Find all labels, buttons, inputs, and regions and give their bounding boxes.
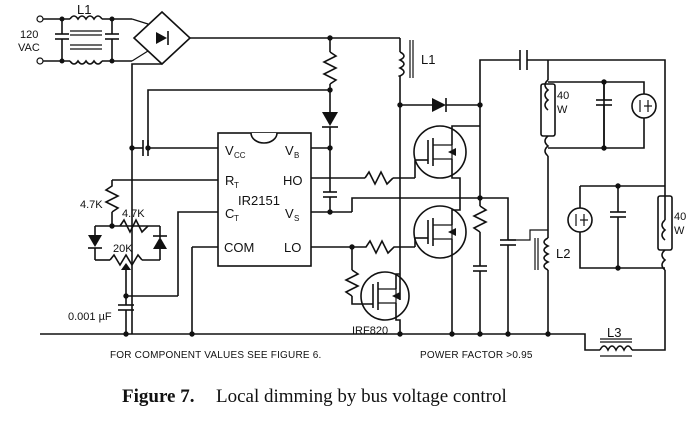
pin-vs: V: [285, 206, 294, 221]
lamp-right-watt-2: W: [674, 225, 685, 237]
low-side-gate-resistor: [352, 239, 415, 255]
figure-caption: Local dimming by bus voltage control: [216, 386, 507, 407]
ac-input-filter: [36, 15, 132, 65]
pin-vb: V: [285, 143, 294, 158]
startup-resistor: [322, 51, 338, 85]
potentiometer-value: 20K: [113, 243, 133, 255]
resonant-inductor-l2: [543, 237, 550, 271]
rt-resistor-4k7: [104, 180, 120, 213]
lamp-right-40w: [657, 195, 673, 271]
dimming-gate-resistor: [344, 269, 360, 297]
snubber-resistor: [472, 205, 488, 233]
high-side-gate-resistor: [364, 170, 394, 186]
lamp-right-watt-1: 40: [674, 211, 686, 223]
ir2151-ic: [217, 132, 312, 267]
rt-resistor-value: 4.7K: [80, 199, 103, 211]
pin-rt-sub: T: [234, 181, 239, 190]
irf820-mosfet: [360, 271, 410, 321]
pin-rt: R: [225, 173, 234, 188]
power-factor-note: POWER FACTOR >0.95: [420, 350, 533, 361]
lamp-top-watt-1: 40: [557, 90, 569, 102]
input-voltage-label: 120: [20, 29, 38, 41]
bridge-rectifier: [131, 10, 192, 66]
figure-number: Figure 7.: [122, 386, 194, 407]
pin-vcc-sub: CC: [234, 151, 246, 160]
pin-com: COM: [224, 240, 254, 255]
ic-part-number: IR2151: [238, 193, 280, 208]
high-side-mosfet: [413, 125, 467, 179]
component-values-note: FOR COMPONENT VALUES SEE FIGURE 6.: [110, 350, 321, 361]
lamp-top-watt-2: W: [557, 104, 568, 116]
bootstrap-diode: [322, 112, 338, 126]
boost-inductor: [398, 51, 405, 77]
dimming-diode-right: [153, 237, 167, 249]
pin-lo: LO: [284, 240, 301, 255]
pin-ct: C: [225, 206, 234, 221]
dimming-potentiometer-20k: [109, 253, 143, 267]
inductor-l3-label: L3: [607, 325, 621, 340]
pin-ho: HO: [283, 173, 303, 188]
input-choke-bottom-winding: [69, 59, 103, 65]
pfc-diode: [432, 98, 446, 112]
input-choke-top-winding: [69, 15, 103, 21]
irf820-label: IRF820: [352, 325, 388, 337]
inductor-l2-label: L2: [556, 246, 570, 261]
input-voltage-unit: VAC: [18, 42, 40, 54]
low-side-mosfet: [413, 205, 467, 259]
lamp-top-40w: [540, 79, 556, 230]
pin-vb-sub: B: [294, 151, 299, 160]
input-choke-label: L1: [77, 2, 91, 17]
ac-terminal-bottom: [36, 57, 44, 65]
series-resistor-value: 4.7K: [122, 208, 145, 220]
pin-vs-sub: S: [294, 214, 299, 223]
ac-terminal-top: [36, 15, 44, 23]
inductor-l3: [599, 345, 633, 352]
ct-capacitor-value: 0.001 µF: [68, 311, 112, 323]
boost-inductor-label: L1: [421, 52, 435, 67]
pin-ct-sub: T: [234, 214, 239, 223]
pin-vcc: V: [225, 143, 234, 158]
dimming-diode-left: [88, 235, 102, 247]
series-resistor-4k7: [119, 218, 149, 234]
